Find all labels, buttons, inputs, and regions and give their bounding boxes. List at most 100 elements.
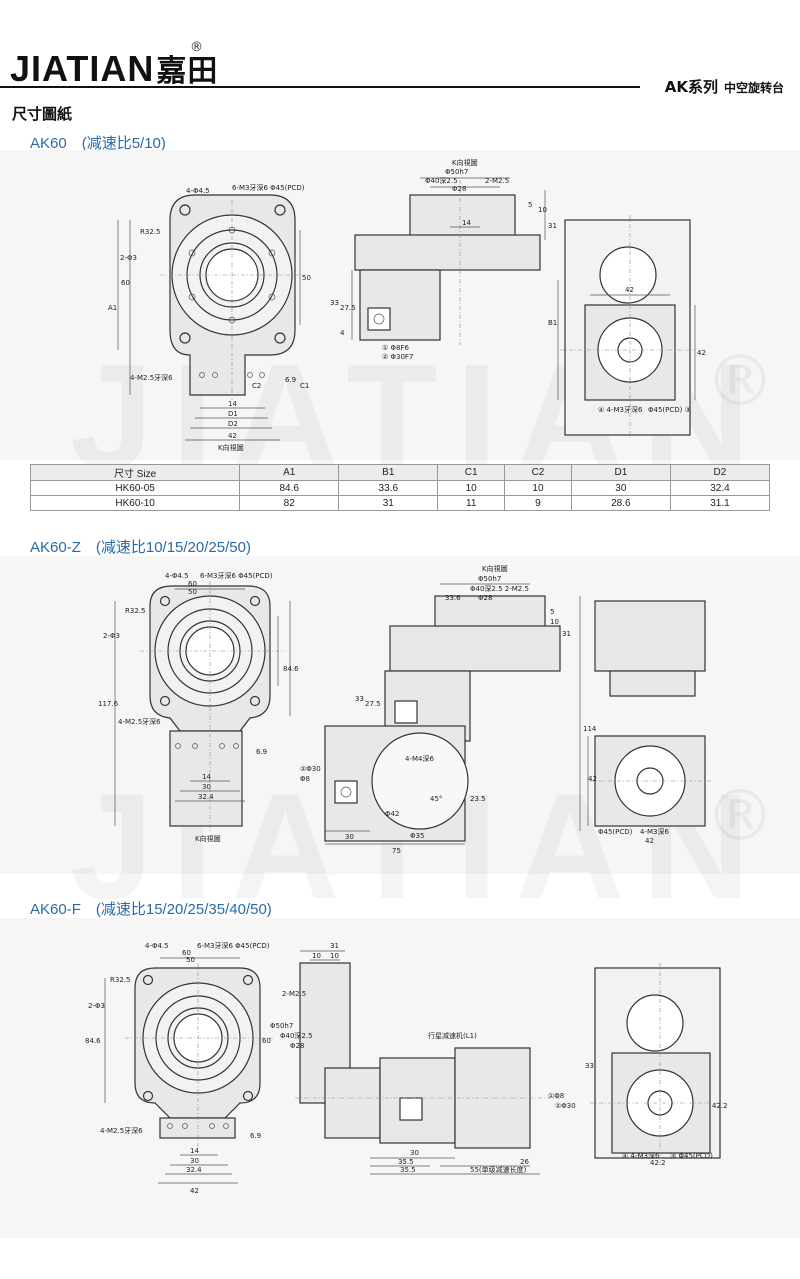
ak60f-label-31: 31 xyxy=(330,942,339,950)
ak60z-label-42b: 42 xyxy=(645,837,654,845)
ak60f-label-50: 50 xyxy=(186,956,195,964)
table-header-cell: D1 xyxy=(570,464,671,481)
table-cell: 10 xyxy=(437,480,506,496)
table-header-row: 尺寸 Size A1 B1 C1 C2 D1 D2 xyxy=(29,464,771,481)
ak60-label-d2: D2 xyxy=(228,420,238,428)
ak60f-label-14: 14 xyxy=(190,1147,199,1155)
ak60f-label-planet: 行星减速机(L1) xyxy=(428,1031,477,1040)
ak60z-drawing: 4-Φ4.5 6-M3牙深6 Φ45(PCD) 60 50 R32.5 2-Φ3… xyxy=(98,564,712,855)
ak60-label-a1: A1 xyxy=(108,304,117,312)
table-row: HK60-10 82 31 11 9 28.6 31.1 xyxy=(29,495,771,511)
ak60f-label-355: 35.5 xyxy=(398,1158,414,1166)
ak60-label-m25b: 2-M2.5 xyxy=(485,177,509,185)
ak60z-label-42: 42 xyxy=(588,775,597,783)
ak60z-label-holes: 4-Φ4.5 xyxy=(165,572,189,580)
table-cell: HK60-10 xyxy=(29,495,241,511)
table-header-cell: C1 xyxy=(437,464,506,481)
ak60-title: AK60 (减速比5/10) xyxy=(30,135,166,152)
ak60f-label-m3: ④ 4-M3深6 xyxy=(622,1151,660,1160)
ak60f-label-10b: 10 xyxy=(330,952,339,960)
table-cell: 31.1 xyxy=(669,495,771,511)
ak60z-label-5: 5 xyxy=(550,608,554,616)
ak60-label-d1: D1 xyxy=(228,410,238,418)
table-header-cell: 尺寸 Size xyxy=(29,464,241,481)
table-row: HK60-05 84.6 33.6 10 10 30 32.4 xyxy=(29,480,771,496)
table-cell: 33.6 xyxy=(338,480,439,496)
ak60f-side-view: 31 10 10 2-M2.5 Φ50h7 Φ40深2.5 Φ28 行星减速机(… xyxy=(270,942,601,1175)
ak60f-label-69: 6.9 xyxy=(250,1132,261,1140)
ak60z-label-114: 114 xyxy=(583,725,597,733)
ak60z-label-pin: 2-Φ3 xyxy=(103,632,120,640)
ak60f-label-846: 84.6 xyxy=(85,1037,101,1045)
ak60-end-label-42b: 42 xyxy=(697,349,706,357)
table-cell: HK60-05 xyxy=(29,480,241,496)
ak60z-label-m3: 4-M3深6 xyxy=(640,827,669,836)
ak60z-label-324: 32.4 xyxy=(198,793,214,801)
ak60z-label-1176: 117.6 xyxy=(98,700,119,708)
ak60z-end-view: 42 Φ45(PCD) 4-M3深6 42 xyxy=(587,600,712,845)
brand-name-cn: 嘉田 xyxy=(156,55,219,88)
ak60z-title: AK60-Z (减速比10/15/20/25/50) xyxy=(30,539,251,556)
ak60-drawing: 4-Φ4.5 6-M3牙深6 Φ45(PCD) R32.5 2-Φ3 4-M2.… xyxy=(108,158,706,452)
ak60f-label-phi8: ①Φ8 xyxy=(548,1092,564,1100)
table-cell: 28.6 xyxy=(570,495,671,511)
ak60z-label-phi35: Φ35 xyxy=(410,832,424,840)
registered-mark: ® xyxy=(190,40,203,55)
brand-logo: JIATIAN嘉田 xyxy=(10,46,218,90)
ak60f-end-view: 42.2 ④ 4-M3深6 42.2 ③ Φ45(PCD) xyxy=(590,963,728,1167)
ak60f-label-60: 60 xyxy=(182,949,191,957)
table-cell: 10 xyxy=(504,480,572,496)
ak60f-label-pcd: ③ Φ45(PCD) xyxy=(670,1152,713,1160)
ak60-label-phi40: Φ40深2.5 xyxy=(425,176,458,185)
ak60-label-m25: 4-M2.5牙深6 xyxy=(130,373,173,382)
ak60-label-holes: 4-Φ4.5 xyxy=(186,187,210,195)
ak60f-label-60b: 60 xyxy=(262,1037,271,1045)
ak60-label-kview-side: K向視圖 xyxy=(452,158,478,167)
ak60z-label-60: 60 xyxy=(188,580,197,588)
ak60-label-60: 60 xyxy=(121,279,130,287)
ak60f-label-10: 10 xyxy=(312,952,321,960)
ak60-end-view: 42 B1 42 ④ 4-M3牙深6 Φ45(PCD) ③ xyxy=(548,215,706,440)
ak60z-label-phi40: Φ40深2.5 2-M2.5 xyxy=(470,584,529,593)
ak60f-label-phi40: Φ40深2.5 xyxy=(280,1031,313,1040)
ak60f-label-phi30: ②Φ30 xyxy=(555,1102,576,1110)
ak60f-title: AK60-F (减速比15/20/25/35/40/50) xyxy=(30,901,272,918)
ak60f-label-55: 55(单级减速长度) xyxy=(470,1165,527,1174)
ak60-label-m3: ④ 4-M3牙深6 xyxy=(598,405,643,414)
ak60-label-pin: 2-Φ3 xyxy=(120,254,137,262)
table-cell: 31 xyxy=(338,495,439,511)
ak60z-label-31: 31 xyxy=(562,630,571,638)
ak60-end-label-42: 42 xyxy=(625,286,634,294)
page-header: JIATIAN嘉田 ® AK系列中空旋转台 尺寸圖紙 xyxy=(0,0,800,130)
ak60f-label-phi28: Φ28 xyxy=(290,1042,304,1050)
ak60f-label-r: R32.5 xyxy=(110,976,130,984)
ak60-label-275: 27.5 xyxy=(340,304,356,312)
series-name: AK系列 xyxy=(664,78,718,96)
ak60z-front-view: 4-Φ4.5 6-M3牙深6 Φ45(PCD) 60 50 R32.5 2-Φ3… xyxy=(98,571,299,843)
ak60z-label-846: 84.6 xyxy=(283,665,299,673)
ak60f-front-view: 4-Φ4.5 6-M3牙深6 Φ45(PCD) 60 50 R32.5 2-Φ3… xyxy=(85,941,275,1195)
ak60-label-c1: C1 xyxy=(300,382,309,390)
ak60-label-phi30: ② Φ30F7 xyxy=(382,353,413,361)
ak60z-label-phi8: Φ8 xyxy=(300,775,310,783)
ak60-label-5: 5 xyxy=(528,201,532,209)
ak60z-label-phi28: Φ28 xyxy=(478,594,492,602)
ak60f-label-m25b: 2-M2.5 xyxy=(282,990,306,998)
ak60z-label-275: 27.5 xyxy=(365,700,381,708)
ak60-spec-table: 尺寸 Size A1 B1 C1 C2 D1 D2 HK60-05 84.6 3… xyxy=(29,464,771,511)
section-title: 尺寸圖紙 xyxy=(12,105,73,123)
ak60z-label-14: 14 xyxy=(202,773,211,781)
table-cell: 32.4 xyxy=(669,480,771,496)
ak60z-side-view: K向視圖 Φ50h7 Φ40深2.5 2-M2.5 Φ28 33.6 5 10 … xyxy=(300,564,597,855)
ak60z-label-33: 33 xyxy=(355,695,364,703)
table-cell: 11 xyxy=(437,495,506,511)
brand-name: JIATIAN xyxy=(10,48,155,89)
ak60f-label-30: 30 xyxy=(190,1157,199,1165)
ak60-label-pcd: Φ45(PCD) ③ xyxy=(648,406,691,414)
ak60-label-69: 6.9 xyxy=(285,376,296,384)
table-header-cell: A1 xyxy=(239,464,340,481)
ak60z-label-tap: 6-M3牙深6 Φ45(PCD) xyxy=(200,571,273,580)
table-cell: 9 xyxy=(504,495,572,511)
ak60-label-phi8: ① Φ8F6 xyxy=(382,344,409,352)
ak60-label-33: 33 xyxy=(330,299,339,307)
